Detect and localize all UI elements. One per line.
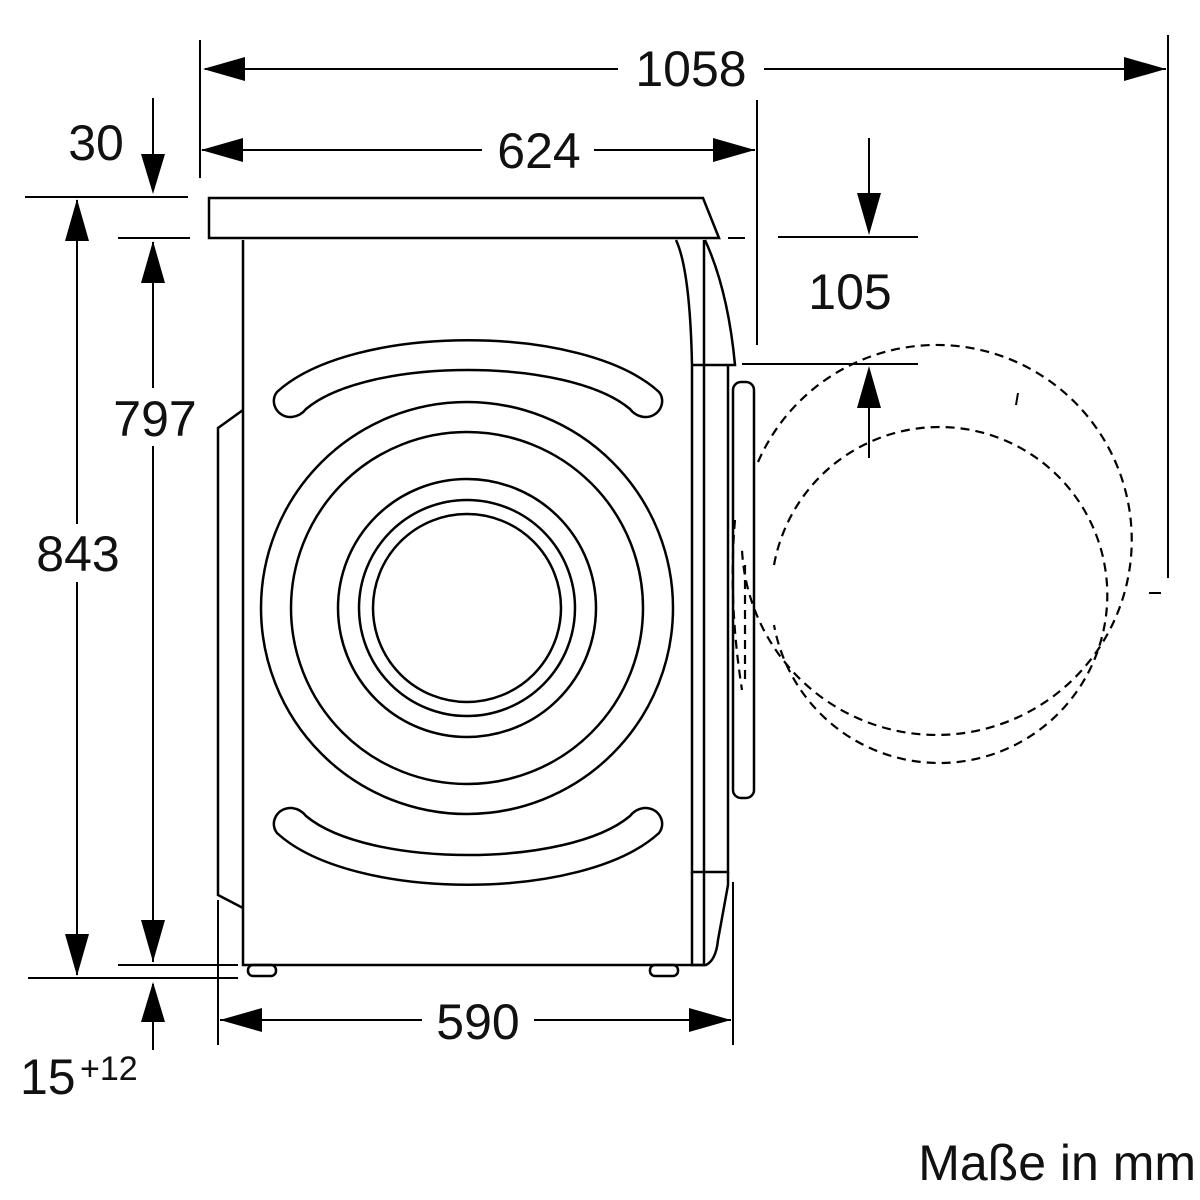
drum-ring-3	[336, 477, 598, 739]
door-profile	[731, 380, 756, 800]
dim-label-30: 30	[68, 115, 124, 171]
dim-label-590: 590	[436, 994, 519, 1050]
drum-outer-ring	[259, 400, 675, 816]
drum-ring-2	[289, 430, 645, 786]
dim-label-105: 105	[808, 264, 891, 320]
front-foot	[648, 963, 680, 978]
rear-hose-outline	[216, 408, 244, 910]
open-door-outer-dashed	[740, 343, 1133, 736]
dimension-30: 30	[68, 98, 165, 194]
dim-label-843: 843	[36, 526, 119, 582]
dimension-797: 797	[100, 241, 206, 962]
cabinet-body	[241, 240, 706, 967]
drum-ring-4	[357, 498, 577, 718]
dim-label-1058: 1058	[635, 41, 746, 97]
units-note: Maße in mm	[918, 1135, 1196, 1191]
upper-arc-rib	[272, 339, 664, 419]
dim-label-foot-base: 15	[20, 1049, 76, 1105]
dimension-843: 843	[28, 199, 128, 976]
front-top-panel	[674, 239, 737, 874]
lower-arc-rib	[272, 806, 664, 886]
dimension-105: 105	[808, 138, 892, 458]
open-door-inner-dashed	[743, 425, 1109, 765]
dimension-624: 624	[201, 122, 755, 179]
dim-label-797: 797	[113, 391, 196, 447]
drum-center	[371, 512, 563, 704]
dim-label-624: 624	[497, 123, 580, 179]
worktop	[207, 196, 721, 240]
dim-label-foot-adjust: +12	[80, 1050, 138, 1088]
rear-foot	[246, 963, 278, 978]
washing-machine-side-view	[207, 196, 1161, 978]
dimension-foot-height: 15 +12	[20, 982, 165, 1105]
dimension-590: 590	[220, 994, 731, 1050]
front-kick-plate	[690, 872, 730, 967]
extension-lines	[25, 35, 1169, 1045]
dimension-1058: 1058	[203, 40, 1166, 97]
